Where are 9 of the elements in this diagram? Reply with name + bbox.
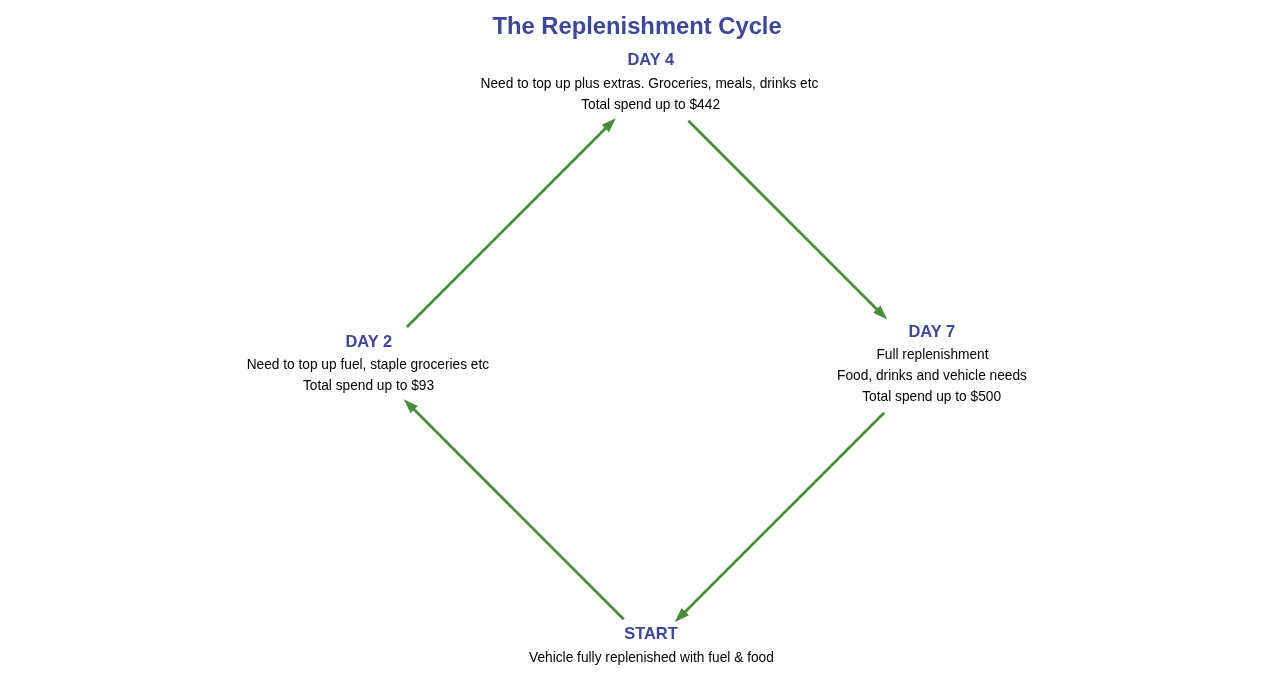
node-text: START Vehicle fully replenished with fuel & food (529, 624, 774, 665)
node-text: DAY 7 Full replenishment Food, drinks and vehicle needs Total spend up to $500 (837, 321, 1027, 405)
diagram-title: The Replenishment Cycle (492, 11, 782, 39)
arrow (674, 411, 886, 623)
arrow (405, 118, 616, 328)
arrow (687, 119, 888, 320)
node-text: DAY 4 Need to top up plus extras. Groceries, meals, drinks etc Total spend up to $442 (480, 50, 819, 112)
arrow (403, 399, 625, 621)
node-text: DAY 2 Need to top up fuel, staple groceries etc Total spend up to $93 (246, 331, 490, 394)
